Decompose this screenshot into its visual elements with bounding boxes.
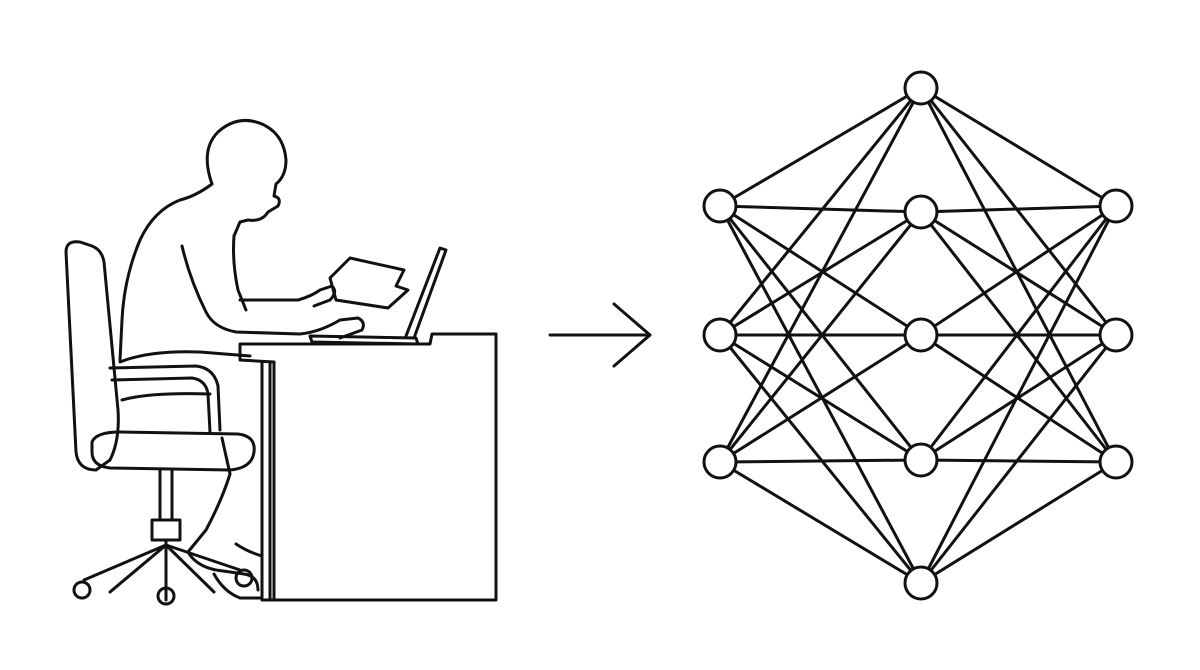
desk-side-panel: [260, 360, 276, 602]
laptop-screen: [404, 246, 448, 340]
network-connections: [718, 86, 1118, 585]
chair-caster: [72, 580, 92, 600]
person-figure: [118, 118, 365, 600]
office-chair: [64, 240, 256, 606]
output-layer-node: [1098, 317, 1134, 353]
person-leg: [186, 436, 260, 592]
neural-network: [702, 70, 1134, 601]
person-at-desk-with-laptop: [64, 118, 498, 606]
paper-sheet: [328, 256, 410, 310]
person-chest: [232, 234, 248, 312]
network-connection: [718, 211, 923, 463]
desk: [238, 332, 498, 602]
network-connection: [719, 460, 922, 585]
hidden-layer-node: [903, 565, 939, 601]
right-arrow-icon: [548, 302, 652, 368]
network-connection: [718, 87, 923, 463]
desk-top: [238, 332, 498, 602]
person-thigh: [118, 350, 252, 364]
network-nodes: [702, 70, 1134, 601]
chair-seat: [90, 430, 256, 472]
network-connection: [719, 86, 922, 208]
network-connection: [718, 205, 923, 584]
hidden-layer-node: [903, 442, 939, 478]
output-layer-node: [1098, 444, 1134, 480]
chair-column: [150, 468, 182, 542]
arrow-head: [612, 302, 652, 368]
network-connection: [919, 205, 1118, 584]
network-connection: [920, 204, 1117, 337]
person-back: [118, 182, 214, 362]
hidden-layer-node: [903, 194, 939, 230]
network-connection: [920, 460, 1117, 585]
chair-armrest: [108, 364, 222, 432]
person-arm: [180, 244, 365, 340]
network-connection: [718, 87, 923, 336]
network-connection: [719, 204, 922, 214]
network-connection: [920, 210, 1117, 337]
hidden-layer-node: [903, 70, 939, 106]
network-connection: [919, 334, 1118, 584]
chair-armrest-inner: [110, 376, 212, 434]
network-connection: [719, 458, 922, 464]
network-connection: [919, 205, 1118, 461]
person-raised-arm: [238, 284, 337, 308]
input-layer-node: [702, 317, 738, 353]
network-connection: [719, 204, 922, 337]
person-thigh-lower: [120, 392, 212, 402]
network-connection: [718, 205, 923, 461]
person-head: [205, 118, 288, 238]
chair-base: [82, 538, 242, 602]
network-connection: [919, 211, 1118, 463]
input-layer-node: [702, 188, 738, 224]
laptop: [308, 246, 448, 346]
chair-caster: [156, 586, 176, 606]
network-connection: [719, 333, 922, 464]
output-layer-node: [1098, 188, 1134, 224]
network-connection: [920, 204, 1117, 214]
chair-backrest: [64, 240, 120, 472]
input-layer-node: [702, 444, 738, 480]
network-connection: [718, 334, 923, 584]
network-connection: [920, 86, 1117, 208]
hidden-layer-node: [903, 317, 939, 353]
network-connection: [919, 87, 1118, 336]
